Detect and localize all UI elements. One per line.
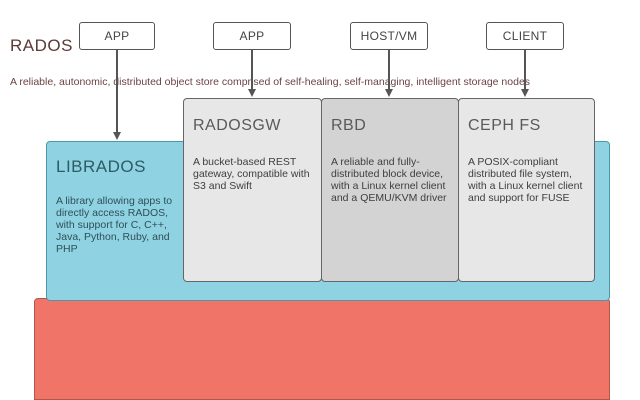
- rados-description: A reliable, autonomic, distributed objec…: [10, 76, 531, 88]
- radosgw-title: RADOSGW: [193, 117, 281, 134]
- radosgw-description: A bucket-based REST gateway, compatible …: [193, 156, 310, 192]
- rbd-description: A reliable and fully-distributed block d…: [331, 156, 447, 204]
- cephfs-title: CEPH FS: [468, 117, 541, 134]
- rados-layer: [34, 298, 610, 400]
- radosgw-box: RADOSGW A bucket-based REST gateway, com…: [183, 98, 322, 282]
- cephfs-box: CEPH FS A POSIX-compliant distributed fi…: [458, 98, 595, 282]
- rbd-box: RBD A reliable and fully-distributed blo…: [321, 98, 459, 282]
- librados-title: LIBRADOS: [56, 157, 146, 176]
- client-box: CLIENT: [486, 22, 564, 50]
- host-vm-client-box: HOST/VM: [350, 22, 428, 50]
- cephfs-description: A POSIX-compliant distributed file syste…: [468, 156, 583, 204]
- rados-title: RADOS: [10, 36, 73, 55]
- app-client-box: APP: [213, 22, 291, 50]
- app-client-box: APP: [79, 22, 155, 50]
- librados-description: A library allowing apps to directly acce…: [56, 195, 173, 255]
- rbd-title: RBD: [331, 117, 367, 134]
